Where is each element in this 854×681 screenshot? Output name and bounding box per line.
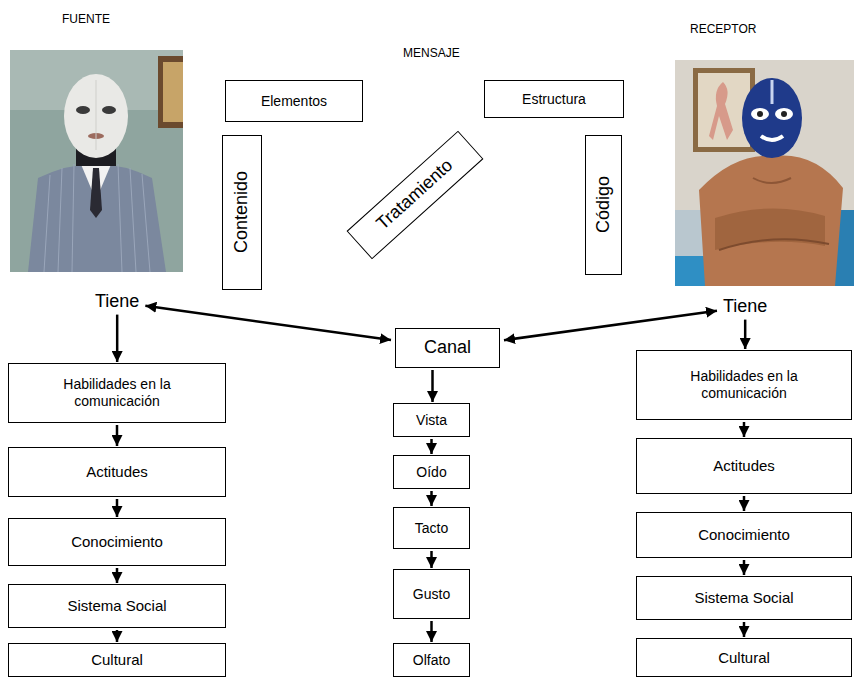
- concept-box: Vista: [393, 403, 470, 437]
- flow-arrow: [504, 311, 717, 340]
- box-label: Habilidades en la comunicación: [37, 376, 197, 410]
- flow-arrow: [430, 621, 433, 642]
- section-heading: RECEPTOR: [690, 22, 756, 36]
- concept-box: Elementos: [225, 80, 363, 122]
- flow-arrow: [145, 306, 391, 340]
- box-label: Vista: [416, 412, 447, 429]
- box-label: Sistema Social: [67, 597, 166, 615]
- concept-box: Conocimiento: [8, 518, 226, 566]
- connector-word: Tiene: [93, 291, 141, 313]
- concept-box: Conocimiento: [636, 512, 852, 558]
- flow-arrow: [116, 425, 119, 446]
- concept-box: Sistema Social: [8, 584, 226, 628]
- box-label: Estructura: [522, 91, 586, 108]
- message-box: Código: [585, 135, 622, 275]
- box-label: Tacto: [415, 520, 448, 537]
- box-label: Actitudes: [86, 463, 148, 481]
- concept-box: Olfato: [393, 643, 470, 677]
- concept-box: Canal: [395, 328, 500, 368]
- box-label: Olfato: [413, 652, 450, 669]
- flow-arrow: [743, 422, 746, 437]
- message-box: Tratamiento: [347, 131, 484, 260]
- flow-arrow: [430, 551, 433, 568]
- box-label: Habilidades en la comunicación: [664, 368, 824, 402]
- box-label: Tiene: [723, 296, 767, 318]
- box-label: Gusto: [413, 586, 450, 603]
- concept-box: Oído: [393, 455, 470, 489]
- box-label: Cultural: [718, 649, 770, 667]
- box-label: Tratamiento: [372, 155, 457, 235]
- box-label: Conocimiento: [698, 526, 790, 544]
- concept-box: Cultural: [8, 643, 226, 677]
- section-heading: MENSAJE: [403, 46, 460, 60]
- flow-arrow: [744, 320, 747, 349]
- section-heading: FUENTE: [62, 12, 110, 26]
- flow-arrow: [743, 496, 746, 511]
- box-label: Conocimiento: [71, 533, 163, 551]
- connector-word: Tiene: [721, 296, 769, 318]
- concept-box: Actitudes: [8, 447, 226, 497]
- box-label: Oído: [416, 464, 446, 481]
- flow-arrow: [431, 370, 434, 402]
- box-label: Tiene: [95, 291, 139, 313]
- flow-arrow: [430, 491, 433, 506]
- concept-box: Estructura: [484, 80, 624, 118]
- flow-arrow: [116, 315, 119, 362]
- box-label: Actitudes: [713, 457, 775, 475]
- box-label: Código: [593, 176, 615, 233]
- box-label: Canal: [424, 337, 471, 359]
- box-label: Contenido: [231, 171, 253, 253]
- concept-box: Habilidades en la comunicación: [8, 363, 226, 423]
- box-label: Elementos: [261, 93, 327, 110]
- flow-arrow: [116, 568, 119, 583]
- flow-arrow: [743, 560, 746, 575]
- box-label: Cultural: [91, 651, 143, 669]
- box-label: Sistema Social: [694, 589, 793, 607]
- concept-box: Habilidades en la comunicación: [636, 350, 852, 420]
- concept-box: Cultural: [636, 638, 852, 677]
- concept-box: Actitudes: [636, 438, 852, 494]
- receiver-photo: [675, 60, 854, 286]
- flow-arrow: [116, 499, 119, 517]
- message-box: Contenido: [222, 135, 262, 290]
- source-photo: [10, 50, 183, 272]
- flow-arrow: [116, 630, 119, 642]
- concept-box: Tacto: [393, 507, 470, 549]
- flow-arrow: [743, 622, 746, 637]
- concept-box: Sistema Social: [636, 576, 852, 620]
- concept-box: Gusto: [393, 569, 470, 619]
- flow-arrow: [430, 439, 433, 454]
